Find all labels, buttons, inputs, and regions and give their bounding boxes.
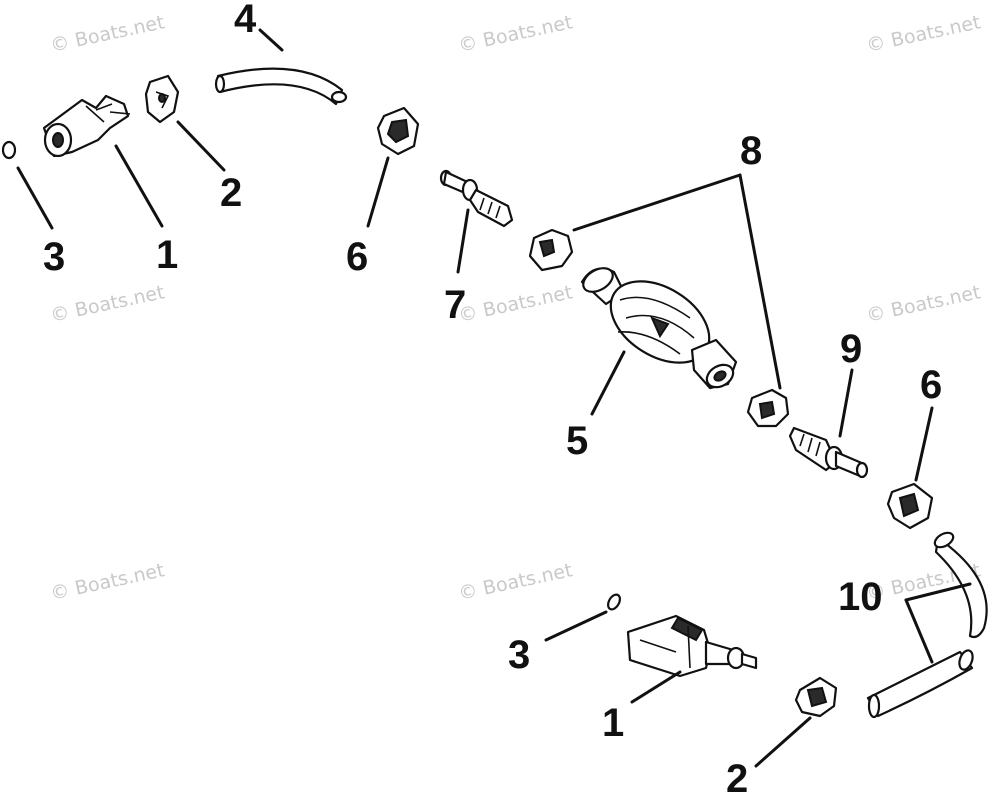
leader-10-a bbox=[904, 582, 972, 602]
leader-5 bbox=[590, 350, 626, 416]
leader-1-bottom bbox=[630, 670, 682, 704]
watermark: © Boats.net bbox=[48, 281, 166, 327]
connector-top bbox=[42, 94, 131, 158]
watermark: © Boats.net bbox=[456, 11, 574, 57]
leader-7 bbox=[456, 208, 470, 274]
watermark: © Boats.net bbox=[864, 281, 982, 327]
leader-9 bbox=[838, 368, 854, 438]
leader-2-bottom bbox=[754, 716, 812, 768]
connector-bottom bbox=[626, 614, 758, 678]
fitting-bottom bbox=[788, 426, 869, 479]
leader-6-bottom bbox=[914, 406, 934, 482]
leader-3-top bbox=[16, 166, 54, 230]
fitting-top bbox=[439, 169, 514, 228]
callout-9: 9 bbox=[840, 327, 862, 371]
callout-3-bottom: 3 bbox=[508, 633, 530, 677]
leader-10-b bbox=[904, 598, 934, 664]
callout-10: 10 bbox=[838, 575, 883, 619]
leader-3-bottom bbox=[544, 610, 608, 642]
clamp-check-valve-lower bbox=[746, 388, 790, 428]
callout-5: 5 bbox=[566, 419, 588, 463]
callout-7: 7 bbox=[444, 283, 466, 327]
watermark: © Boats.net bbox=[864, 11, 982, 57]
clamp-bottom bbox=[794, 676, 838, 718]
hose-bottom-lower bbox=[866, 649, 974, 719]
callout-1-top: 1 bbox=[156, 233, 178, 277]
callout-8: 8 bbox=[740, 129, 762, 173]
watermark-group: © Boats.net © Boats.net © Boats.net © Bo… bbox=[48, 11, 982, 605]
watermark: © Boats.net bbox=[48, 11, 166, 57]
watermark: © Boats.net bbox=[456, 559, 574, 605]
clamp-top-right bbox=[376, 106, 420, 156]
clamp-bottom-right bbox=[886, 482, 934, 530]
leader-lines bbox=[16, 28, 972, 768]
leader-4 bbox=[258, 28, 284, 52]
o-ring-top bbox=[1, 140, 17, 160]
watermark: © Boats.net bbox=[48, 559, 166, 605]
leader-8-a bbox=[572, 173, 742, 232]
callout-labels: 3 1 2 4 6 7 8 5 9 6 10 3 1 2 bbox=[43, 0, 942, 796]
leader-8-b bbox=[738, 173, 782, 390]
leader-2-top bbox=[176, 120, 226, 172]
leader-1-top bbox=[114, 144, 164, 228]
leader-6-top bbox=[366, 156, 390, 228]
callout-3-top: 3 bbox=[43, 235, 65, 279]
clamp-check-valve-upper bbox=[528, 228, 574, 272]
callout-6-bottom: 6 bbox=[920, 363, 942, 407]
callout-1-bottom: 1 bbox=[602, 701, 624, 745]
callout-2-top: 2 bbox=[220, 171, 242, 215]
o-ring-bottom bbox=[607, 593, 621, 611]
callout-6-top: 6 bbox=[346, 235, 368, 279]
clamp-top-left bbox=[144, 74, 180, 124]
hose-top bbox=[214, 67, 348, 106]
callout-4: 4 bbox=[234, 0, 257, 41]
primer-bulb bbox=[580, 267, 738, 390]
callout-2-bottom: 2 bbox=[726, 757, 748, 796]
watermark: © Boats.net bbox=[456, 281, 574, 327]
